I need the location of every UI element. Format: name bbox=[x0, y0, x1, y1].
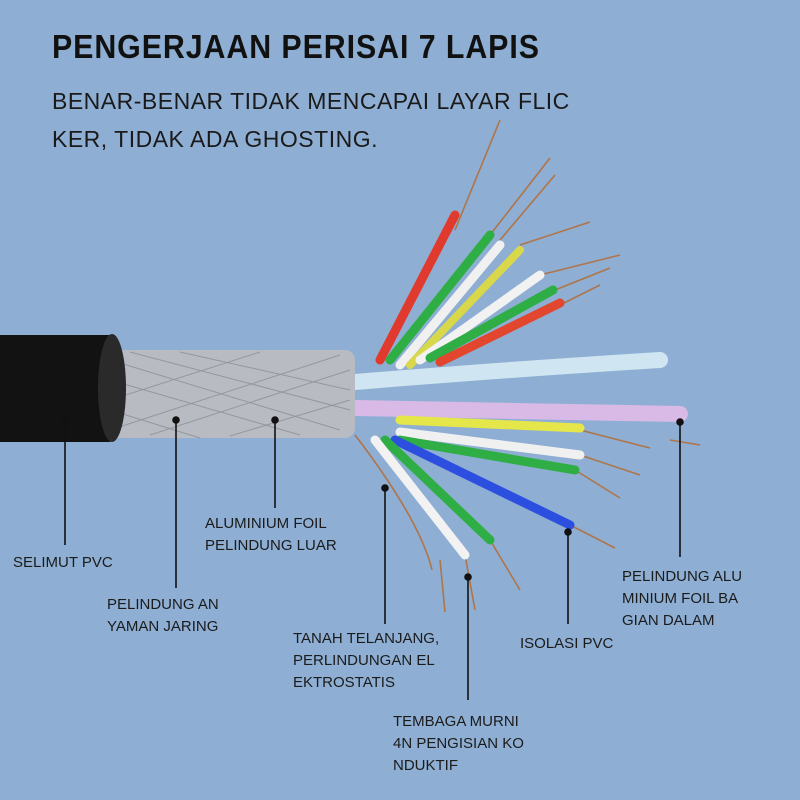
label-line: MINIUM FOIL BA bbox=[622, 590, 739, 607]
inner-wires bbox=[347, 210, 688, 560]
label-line: EKTROSTATIS bbox=[293, 674, 395, 691]
label-tembaga-murni: TEMBAGA MURNI 4N PENGISIAN KO NDUKTIF bbox=[393, 711, 524, 777]
label-tanah-telanjang: TANAH TELANJANG, PERLINDUNGAN EL EKTROST… bbox=[293, 628, 439, 694]
braid-shield bbox=[100, 350, 355, 438]
label-line: YAMAN JARING bbox=[107, 618, 219, 635]
subtitle-line-1: BENAR-BENAR TIDAK MENCAPAI LAYAR FLIC bbox=[52, 88, 570, 114]
subtitle-line-2: KER, TIDAK ADA GHOSTING. bbox=[52, 126, 378, 152]
label-line: PELINDUNG LUAR bbox=[205, 537, 337, 554]
label-line: GIAN DALAM bbox=[622, 612, 715, 629]
label-line: ISOLASI PVC bbox=[520, 635, 614, 652]
label-line: PELINDUNG ALU bbox=[622, 568, 743, 585]
label-line: NDUKTIF bbox=[393, 757, 458, 774]
page-title: PENGERJAAN PERISAI 7 LAPIS bbox=[52, 28, 540, 65]
label-pelindung-anyaman: PELINDUNG AN YAMAN JARING bbox=[107, 594, 219, 638]
pvc-jacket bbox=[0, 335, 119, 442]
label-isolasi-pvc: ISOLASI PVC bbox=[520, 633, 613, 655]
label-line: TEMBAGA MURNI bbox=[393, 713, 519, 730]
label-line: 4N PENGISIAN KO bbox=[393, 735, 524, 752]
label-foil-dalam: PELINDUNG ALU MINIUM FOIL BA GIAN DALAM bbox=[622, 566, 742, 632]
label-line: TANAH TELANJANG, bbox=[293, 630, 440, 647]
label-line: SELIMUT PVC bbox=[13, 554, 113, 571]
label-aluminium-foil-luar: ALUMINIUM FOIL PELINDUNG LUAR bbox=[205, 513, 337, 557]
copper-strands bbox=[354, 119, 701, 613]
label-line: ALUMINIUM FOIL bbox=[205, 515, 327, 532]
leader-lines bbox=[61, 416, 684, 700]
label-line: PELINDUNG AN bbox=[107, 596, 219, 613]
label-selimut-pvc: SELIMUT PVC bbox=[13, 552, 113, 574]
label-line: PERLINDUNGAN EL bbox=[293, 652, 435, 669]
